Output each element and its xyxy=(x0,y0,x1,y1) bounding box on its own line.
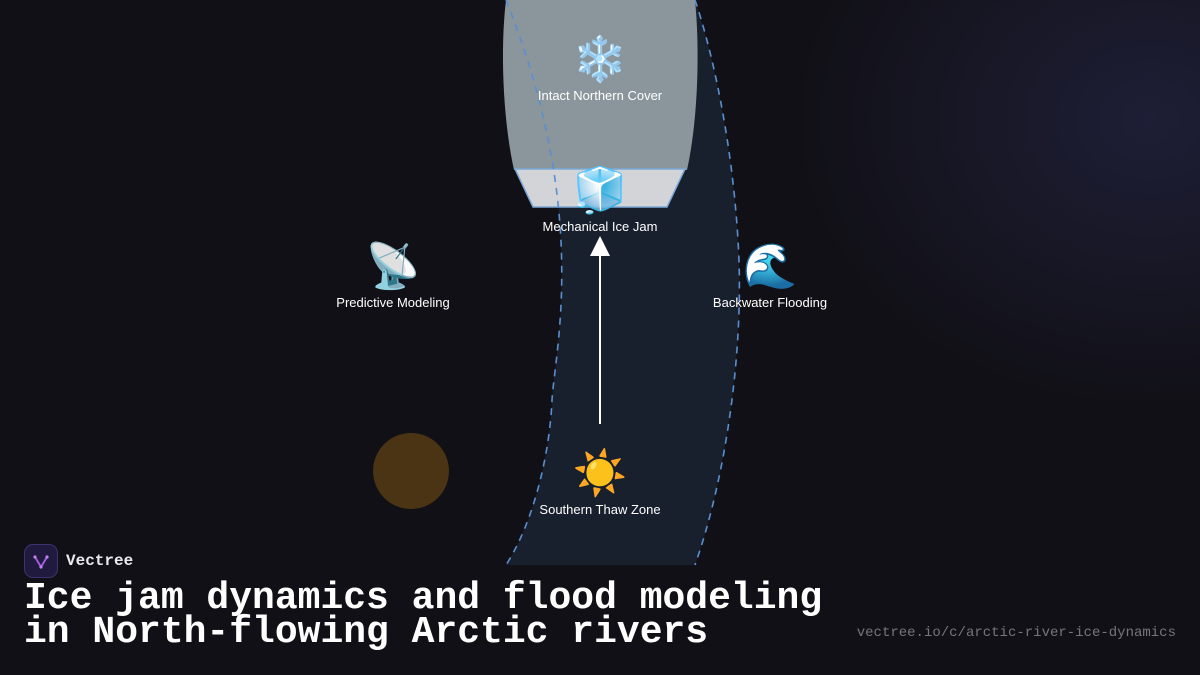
snowflake-icon: ❄️ xyxy=(572,35,628,84)
node-backwater-flooding: 🌊 Backwater Flooding xyxy=(713,241,827,310)
ice-jam-block xyxy=(513,168,687,208)
sun-glow xyxy=(373,433,449,509)
brand[interactable]: Vectree xyxy=(24,544,133,578)
ice-cube-icon: 🧊 xyxy=(572,166,628,215)
river-bank-left xyxy=(505,0,563,566)
satellite-dish-icon: 📡 xyxy=(365,242,421,291)
sun-icon: ☀️ xyxy=(572,449,628,498)
node-label: Southern Thaw Zone xyxy=(539,502,661,517)
node-label: Backwater Flooding xyxy=(712,295,828,310)
page-title: Ice jam dynamics and flood modeling in N… xyxy=(24,577,823,654)
node-southern-thaw-zone: ☀️ Southern Thaw Zone xyxy=(539,448,660,517)
brand-name: Vectree xyxy=(66,552,134,570)
source-url[interactable]: vectree.io/c/arctic-river-ice-dynamics xyxy=(856,625,1176,641)
node-intact-northern-cover: ❄️ Intact Northern Cover xyxy=(538,34,662,103)
river-bank-right xyxy=(694,0,741,566)
node-predictive-modeling: 📡 Predictive Modeling xyxy=(336,241,449,310)
intact-ice-cover xyxy=(502,0,698,170)
node-label: Intact Northern Cover xyxy=(537,88,663,103)
vectree-logo-icon xyxy=(24,544,58,578)
water-wave-icon: 🌊 xyxy=(742,242,798,291)
node-mechanical-ice-jam: 🧊 Mechanical Ice Jam xyxy=(543,165,658,234)
node-label: Mechanical Ice Jam xyxy=(542,219,658,234)
node-label: Predictive Modeling xyxy=(336,295,450,310)
